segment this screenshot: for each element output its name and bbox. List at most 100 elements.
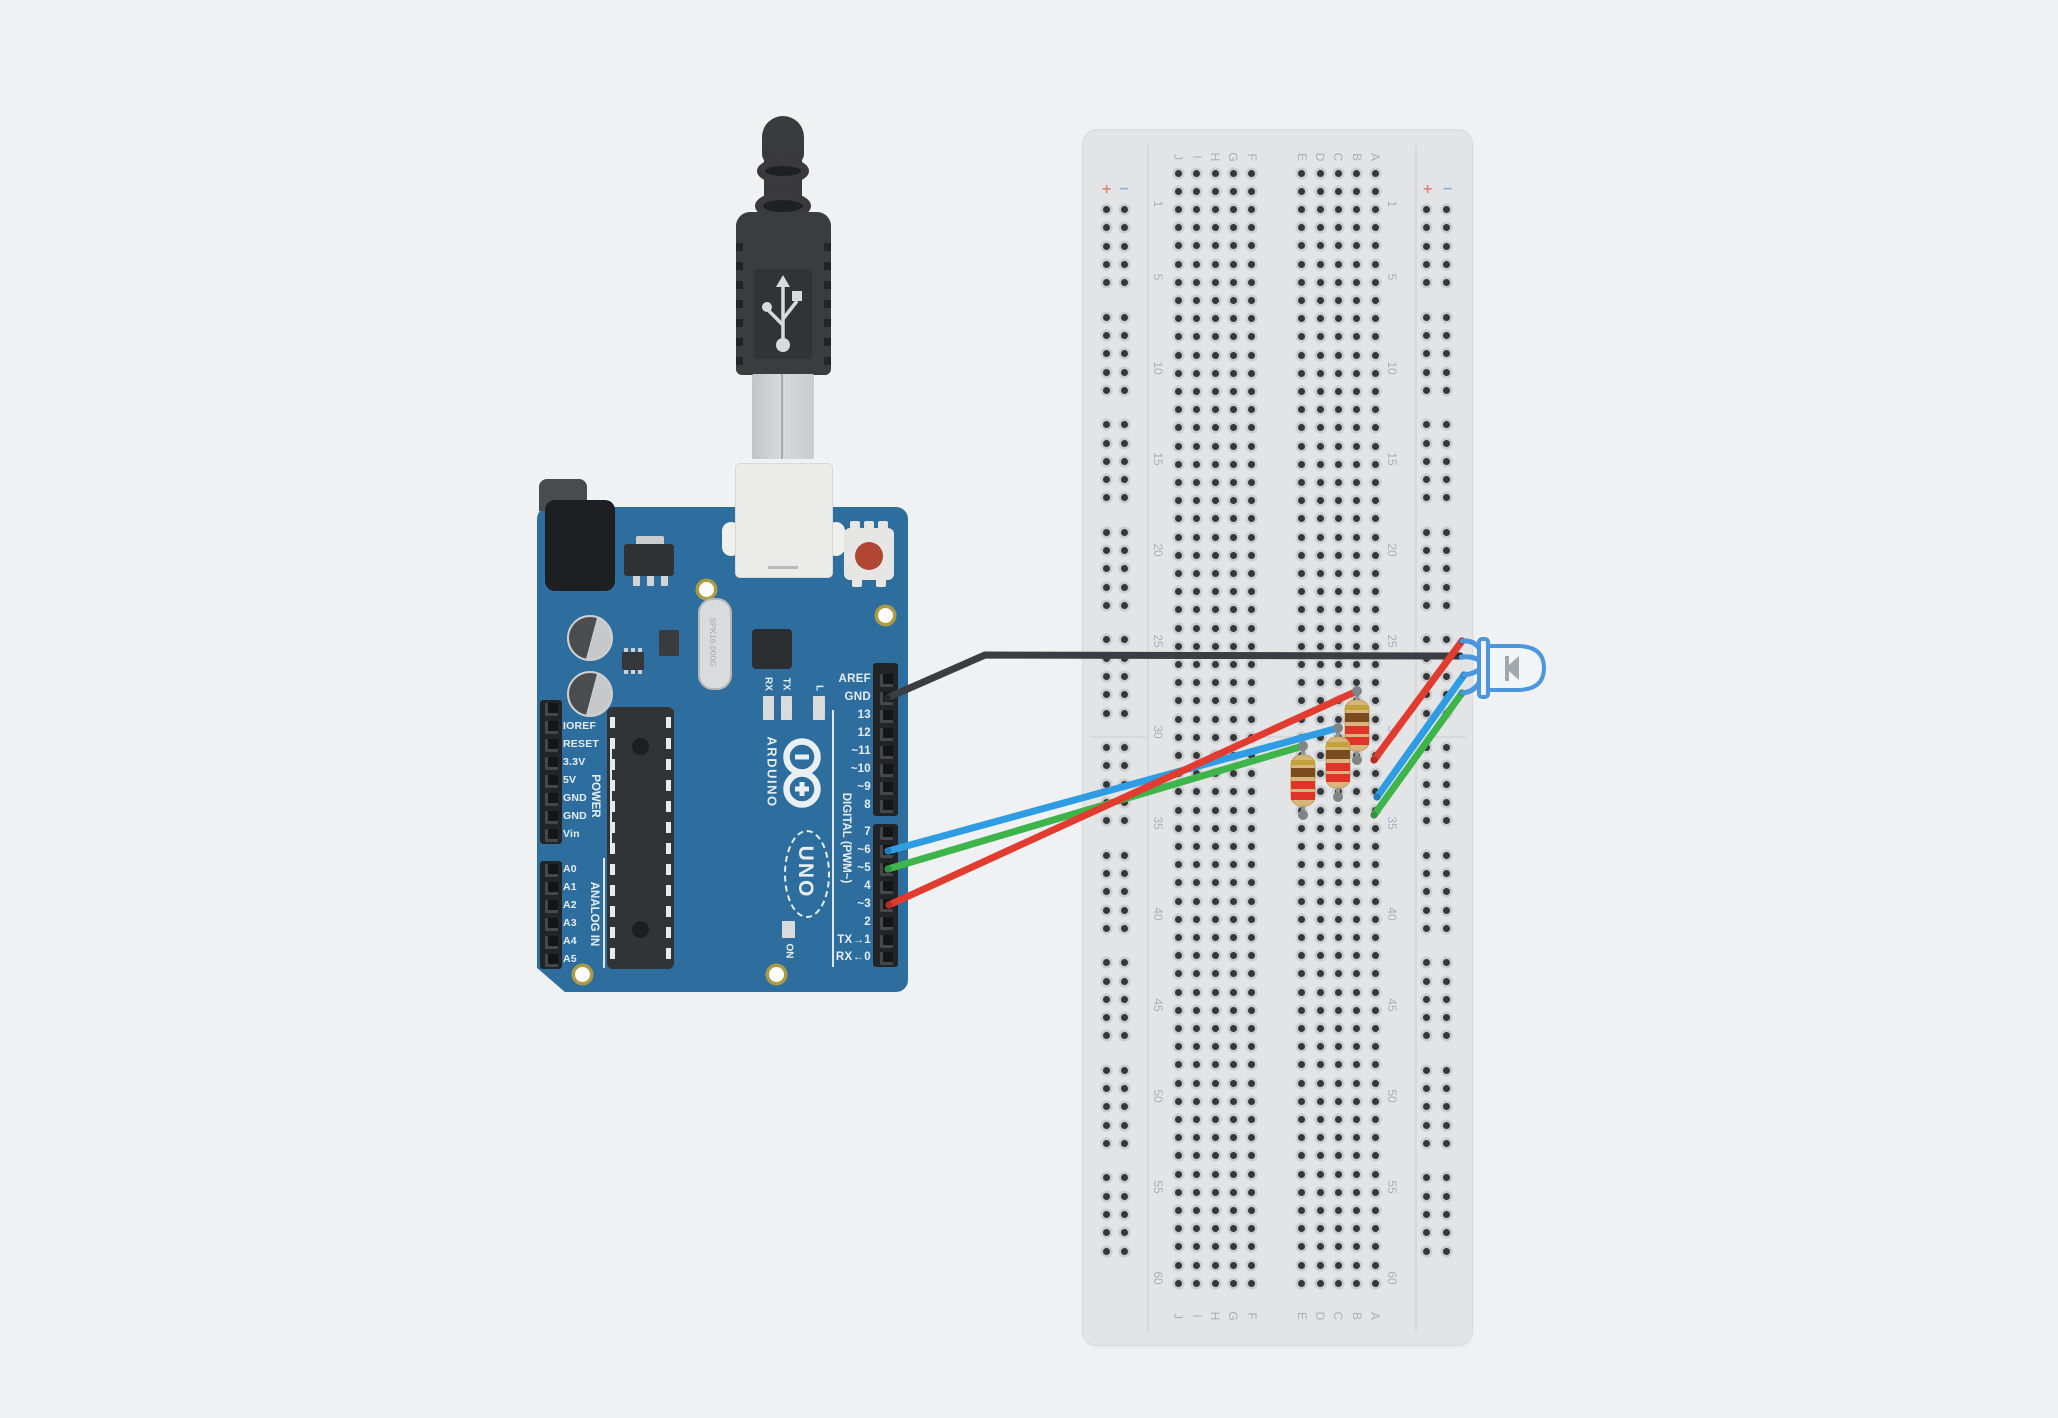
breadboard-hole[interactable]: [1334, 1134, 1342, 1142]
breadboard-hole[interactable]: [1353, 351, 1361, 359]
breadboard-hole[interactable]: [1371, 915, 1379, 923]
breadboard-hole[interactable]: [1193, 1225, 1201, 1233]
breadboard-hole[interactable]: [1334, 606, 1342, 614]
breadboard-hole[interactable]: [1211, 242, 1219, 250]
breadboard-hole[interactable]: [1298, 988, 1306, 996]
breadboard-hole[interactable]: [1248, 970, 1256, 978]
breadboard-hole[interactable]: [1353, 1006, 1361, 1014]
breadboard-rail-hole[interactable]: [1120, 242, 1128, 250]
breadboard-hole[interactable]: [1229, 333, 1237, 341]
breadboard-hole[interactable]: [1316, 406, 1324, 414]
breadboard-hole[interactable]: [1229, 970, 1237, 978]
breadboard-hole[interactable]: [1193, 1243, 1201, 1251]
breadboard-hole[interactable]: [1174, 1006, 1182, 1014]
breadboard-hole[interactable]: [1211, 205, 1219, 213]
breadboard-hole[interactable]: [1371, 333, 1379, 341]
breadboard-hole[interactable]: [1229, 1225, 1237, 1233]
breadboard-hole[interactable]: [1298, 642, 1306, 650]
breadboard-hole[interactable]: [1174, 1061, 1182, 1069]
breadboard-hole[interactable]: [1371, 933, 1379, 941]
breadboard-hole[interactable]: [1316, 606, 1324, 614]
breadboard-hole[interactable]: [1174, 952, 1182, 960]
breadboard-hole[interactable]: [1298, 551, 1306, 559]
breadboard-hole[interactable]: [1353, 460, 1361, 468]
header-pin[interactable]: [879, 898, 893, 912]
breadboard-hole[interactable]: [1248, 351, 1256, 359]
breadboard-rail-hole[interactable]: [1120, 1211, 1128, 1218]
breadboard-rail-hole[interactable]: [1120, 924, 1128, 932]
breadboard-hole[interactable]: [1193, 224, 1201, 232]
breadboard-hole[interactable]: [1353, 515, 1361, 523]
breadboard-hole[interactable]: [1353, 1261, 1361, 1269]
breadboard-hole[interactable]: [1193, 606, 1201, 614]
breadboard-hole[interactable]: [1316, 242, 1324, 250]
breadboard-hole[interactable]: [1298, 1188, 1306, 1196]
breadboard-hole[interactable]: [1371, 406, 1379, 414]
breadboard-rail-hole[interactable]: [1443, 977, 1451, 985]
breadboard-rail-hole[interactable]: [1443, 602, 1451, 609]
breadboard-hole[interactable]: [1316, 369, 1324, 377]
breadboard-hole[interactable]: [1229, 1152, 1237, 1160]
breadboard-hole[interactable]: [1316, 533, 1324, 541]
breadboard-rail-hole[interactable]: [1423, 1014, 1431, 1022]
breadboard-hole[interactable]: [1193, 1043, 1201, 1051]
breadboard-rail-hole[interactable]: [1443, 242, 1451, 250]
breadboard-hole[interactable]: [1174, 387, 1182, 395]
breadboard-hole[interactable]: [1353, 242, 1361, 250]
breadboard-hole[interactable]: [1371, 369, 1379, 377]
header-pin[interactable]: [544, 702, 558, 716]
breadboard-hole[interactable]: [1193, 424, 1201, 432]
breadboard-hole[interactable]: [1174, 333, 1182, 341]
breadboard-hole[interactable]: [1353, 260, 1361, 268]
breadboard-hole[interactable]: [1211, 260, 1219, 268]
breadboard-hole[interactable]: [1371, 588, 1379, 596]
breadboard-hole[interactable]: [1211, 1225, 1219, 1233]
breadboard-hole[interactable]: [1298, 515, 1306, 523]
breadboard-hole[interactable]: [1371, 1170, 1379, 1178]
breadboard-rail-hole[interactable]: [1120, 476, 1128, 484]
breadboard-hole[interactable]: [1193, 1206, 1201, 1214]
breadboard-rail-hole[interactable]: [1423, 888, 1431, 896]
breadboard-hole[interactable]: [1174, 533, 1182, 541]
header-pin[interactable]: [544, 953, 558, 967]
breadboard-hole[interactable]: [1371, 260, 1379, 268]
breadboard-hole[interactable]: [1229, 533, 1237, 541]
breadboard-hole[interactable]: [1229, 1134, 1237, 1142]
breadboard-hole[interactable]: [1316, 1225, 1324, 1233]
breadboard-hole[interactable]: [1334, 351, 1342, 359]
breadboard-hole[interactable]: [1193, 569, 1201, 577]
breadboard-hole[interactable]: [1229, 515, 1237, 523]
breadboard-hole[interactable]: [1298, 1024, 1306, 1032]
breadboard-hole[interactable]: [1334, 460, 1342, 468]
breadboard-hole[interactable]: [1193, 169, 1201, 177]
breadboard-hole[interactable]: [1174, 915, 1182, 923]
breadboard-hole[interactable]: [1193, 1261, 1201, 1269]
breadboard-hole[interactable]: [1229, 642, 1237, 650]
breadboard-hole[interactable]: [1334, 442, 1342, 450]
breadboard-hole[interactable]: [1334, 333, 1342, 341]
breadboard-hole[interactable]: [1229, 460, 1237, 468]
breadboard-rail-hole[interactable]: [1103, 457, 1111, 465]
breadboard-rail-hole[interactable]: [1120, 1085, 1128, 1093]
breadboard-hole[interactable]: [1174, 406, 1182, 414]
breadboard-rail-hole[interactable]: [1120, 350, 1128, 358]
breadboard-rail-hole[interactable]: [1443, 224, 1451, 232]
breadboard-rail-hole[interactable]: [1103, 528, 1111, 536]
breadboard-hole[interactable]: [1298, 497, 1306, 505]
breadboard-hole[interactable]: [1334, 569, 1342, 577]
breadboard-hole[interactable]: [1174, 205, 1182, 213]
breadboard-hole[interactable]: [1193, 952, 1201, 960]
breadboard-hole[interactable]: [1193, 278, 1201, 286]
breadboard-hole[interactable]: [1334, 1243, 1342, 1251]
breadboard-hole[interactable]: [1211, 333, 1219, 341]
breadboard-hole[interactable]: [1211, 952, 1219, 960]
breadboard-rail-hole[interactable]: [1120, 439, 1128, 447]
breadboard-hole[interactable]: [1174, 478, 1182, 486]
breadboard-hole[interactable]: [1353, 952, 1361, 960]
breadboard-hole[interactable]: [1298, 1061, 1306, 1069]
breadboard-hole[interactable]: [1353, 1097, 1361, 1105]
breadboard-hole[interactable]: [1174, 1024, 1182, 1032]
breadboard-hole[interactable]: [1248, 442, 1256, 450]
breadboard-rail-hole[interactable]: [1423, 421, 1431, 429]
breadboard-hole[interactable]: [1174, 588, 1182, 596]
